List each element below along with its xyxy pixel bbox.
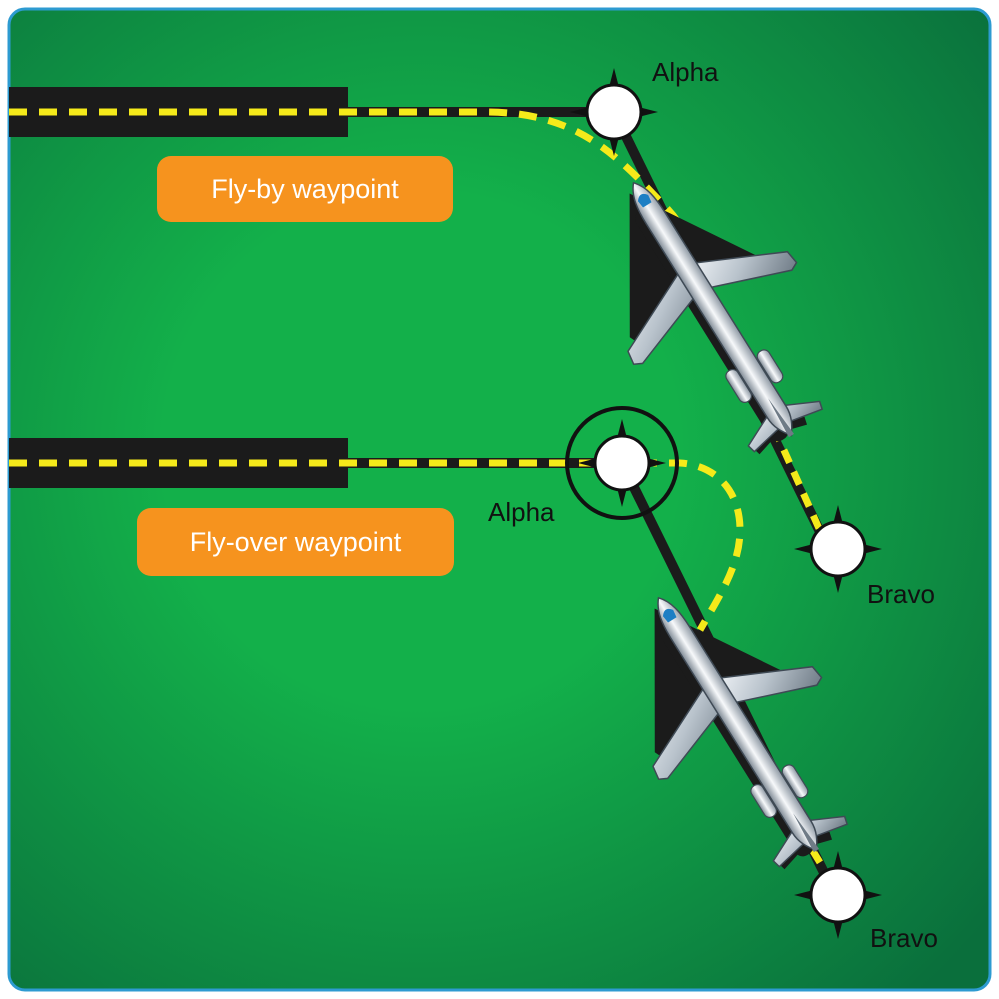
- waypoint-label-alpha-top: Alpha: [652, 57, 719, 87]
- flyby-section: [9, 66, 884, 595]
- flight-path-top-exit: [770, 426, 830, 546]
- waypoint-label-bravo-bottom: Bravo: [870, 923, 938, 953]
- taxiway-top: [9, 87, 348, 137]
- flyover-section: [9, 406, 899, 941]
- taxiway-bottom: [9, 438, 348, 488]
- flyover-ring: [565, 406, 679, 520]
- flight-path-bottom: [9, 459, 744, 632]
- flight-path-top: [9, 108, 681, 224]
- flyover-callout: Fly-over waypoint: [137, 508, 454, 576]
- waypoint-label-alpha-bottom: Alpha: [488, 497, 555, 527]
- waypoint-label-bravo-top: Bravo: [867, 579, 935, 609]
- flyby-callout: Fly-by waypoint: [157, 156, 453, 222]
